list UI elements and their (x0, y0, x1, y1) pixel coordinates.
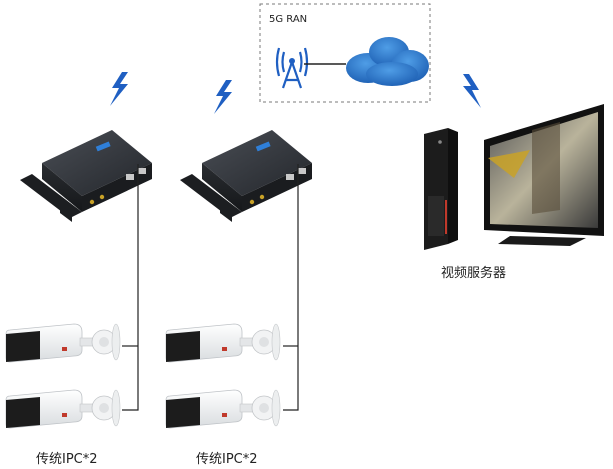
ran-label: 5G RAN (269, 14, 308, 25)
ipc-label: 传统IPC*2 (196, 452, 258, 467)
server-label: 视频服务器 (441, 266, 507, 281)
ipc-label: 传统IPC*2 (36, 452, 98, 467)
monitor (484, 104, 604, 246)
ran-box (259, 3, 431, 103)
link-line-group-1 (122, 164, 139, 411)
tower-pc (424, 128, 458, 250)
cell-tower-icon (275, 47, 309, 89)
wireless-icon-3 (463, 74, 481, 108)
link-line-group-2 (283, 164, 299, 411)
cloud-icon (346, 37, 429, 86)
